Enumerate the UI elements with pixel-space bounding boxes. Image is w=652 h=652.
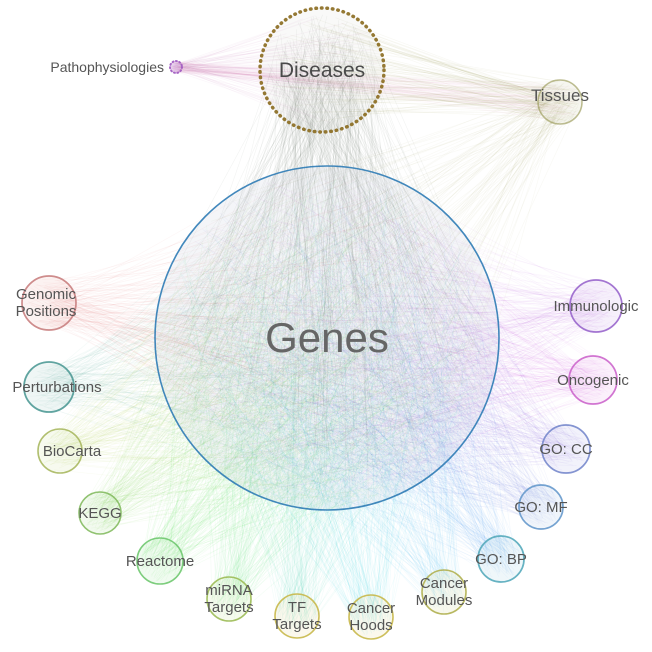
edge-bundle-go-cc-genes [168,180,588,494]
node-tissues[interactable] [537,79,583,125]
node-circle-diseases[interactable] [258,6,386,134]
node-genomic-positions[interactable] [21,275,77,331]
edge-bundle-cancer-hoods-genes [182,175,483,635]
node-circle-perturbations[interactable] [23,361,75,413]
node-circle-genomic-positions[interactable] [21,275,77,331]
edge-bundle-reactome-genes [139,173,492,582]
node-diseases[interactable] [258,6,386,134]
node-cancer-hoods[interactable] [348,594,394,640]
node-perturbations[interactable] [23,361,75,413]
node-circle-oncogenic[interactable] [568,355,618,405]
node-oncogenic[interactable] [568,355,618,405]
node-cancer-modules[interactable] [421,569,467,615]
edge-bundle-kegg-genes [81,172,487,532]
node-circle-cancer-modules[interactable] [421,569,467,615]
node-kegg[interactable] [78,491,122,535]
edge-bundle-pathophysiologies-tissues [171,61,581,121]
edge-bundle-genomic-positions-genes [25,175,491,478]
node-genes[interactable] [154,165,500,511]
node-pathophysiologies[interactable] [169,60,183,74]
node-circle-tf-targets[interactable] [274,593,320,639]
edge-bundle-perturbations-genes [28,175,480,497]
node-circle-go-bp[interactable] [477,535,525,583]
edge-bundle-immunologic-genes [166,180,620,505]
node-circle-mirna-targets[interactable] [206,576,252,622]
node-circle-immunologic[interactable] [569,279,623,333]
edge-bundle-diseases-genes [164,14,489,500]
node-go-bp[interactable] [477,535,525,583]
edge-bundle-biocarta-genes [40,178,471,504]
edge-bundle-go-mf-genes [173,176,561,527]
edge-bundle-diseases-tissues [269,17,580,123]
edge-bundle-pathophysiologies-diseases [171,15,380,127]
node-circle-cancer-hoods[interactable] [348,594,394,640]
node-label-pathophysiologies: Pathophysiologies [50,59,164,75]
node-biocarta[interactable] [37,428,83,474]
node-mirna-targets[interactable] [206,576,252,622]
edge-bundle-tissues-genes [168,83,580,486]
node-circle-go-mf[interactable] [518,484,564,530]
edge-bundle-oncogenic-genes [175,177,613,503]
node-circle-genes[interactable] [154,165,500,511]
edge-bundle-tf-targets-genes [174,193,486,633]
node-reactome[interactable] [136,537,184,585]
node-circle-kegg[interactable] [78,491,122,535]
node-circle-reactome[interactable] [136,537,184,585]
node-circle-tissues[interactable] [537,79,583,125]
node-go-cc[interactable] [541,424,591,474]
node-go-mf[interactable] [518,484,564,530]
node-immunologic[interactable] [569,279,623,333]
node-circle-biocarta[interactable] [37,428,83,474]
node-tf-targets[interactable] [274,593,320,639]
edge-bundle-mirna-targets-genes [172,172,477,618]
edge-bundle-cancer-modules-genes [172,187,490,612]
node-circle-pathophysiologies[interactable] [169,60,183,74]
node-circle-go-cc[interactable] [541,424,591,474]
